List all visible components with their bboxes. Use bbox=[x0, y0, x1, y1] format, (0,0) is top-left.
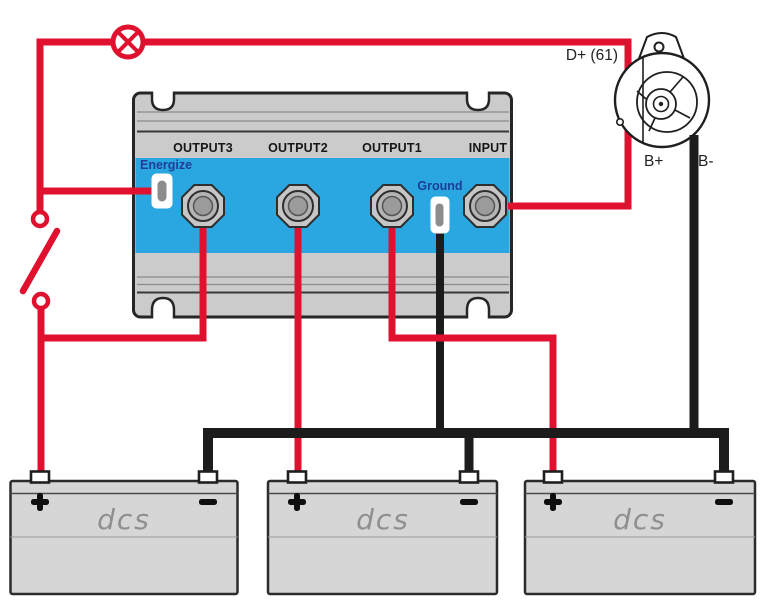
terminal-label-input: INPUT bbox=[468, 141, 508, 155]
battery3-minus-icon bbox=[715, 499, 733, 505]
red-wire-layer bbox=[19, 24, 632, 477]
alternator-bminus-label: B- bbox=[698, 153, 714, 170]
energize-terminal-slot bbox=[151, 173, 173, 209]
battery1-positive-post bbox=[29, 470, 51, 484]
ground-label: Ground bbox=[417, 179, 463, 193]
mount-notch-bottom-right bbox=[465, 296, 491, 319]
alternator-fan-ring bbox=[636, 71, 698, 133]
terminal-stud-output3 bbox=[181, 184, 225, 228]
battery2-positive-post bbox=[286, 470, 308, 484]
battery2-brand-logo: dcs bbox=[356, 503, 410, 536]
mount-notch-bottom-left bbox=[150, 296, 176, 319]
terminal-label-output1: OUTPUT1 bbox=[362, 141, 422, 155]
battery1-minus-icon bbox=[199, 499, 217, 505]
switch-terminal-bottom bbox=[31, 291, 51, 311]
battery3-brand-logo: dcs bbox=[613, 503, 667, 536]
alternator-icon bbox=[613, 32, 711, 149]
battery3-plus-icon bbox=[544, 493, 562, 511]
wire-output3-run bbox=[44, 206, 207, 342]
battery1-negative-post bbox=[197, 470, 219, 484]
battery1-brand-logo: dcs bbox=[97, 503, 151, 536]
wire-output1-to-battery3-positive bbox=[388, 206, 557, 477]
alternator-mount-hole bbox=[653, 41, 665, 53]
alternator-dplus-label: D+ (61) bbox=[565, 47, 618, 64]
alternator-bplus-label: B+ bbox=[644, 153, 664, 170]
battery2-negative-post bbox=[458, 470, 480, 484]
battery2-plus-icon bbox=[288, 493, 306, 511]
battery-2 bbox=[266, 470, 499, 596]
terminal-stud-output2 bbox=[276, 184, 320, 228]
terminal-label-output3: OUTPUT3 bbox=[173, 141, 233, 155]
black-bus-layer bbox=[203, 135, 729, 477]
ground-terminal-slot bbox=[430, 196, 450, 234]
mount-notch-top-right bbox=[465, 91, 491, 112]
mount-notch-top-left bbox=[150, 91, 176, 112]
wire-switch-lamp-alternator-input bbox=[36, 38, 632, 212]
battery2-minus-icon bbox=[460, 499, 478, 505]
energize-label: Energize bbox=[140, 158, 193, 172]
battery1-plus-icon bbox=[31, 493, 49, 511]
switch-blade bbox=[19, 227, 61, 295]
indicator-lamp-icon bbox=[110, 24, 146, 60]
heatsink-fins bbox=[137, 111, 509, 294]
isolator-terminals bbox=[151, 173, 507, 234]
battery-3 bbox=[523, 470, 757, 596]
terminal-label-output2: OUTPUT2 bbox=[268, 141, 328, 155]
switch-terminal-top bbox=[30, 209, 50, 229]
alternator-bolt-hole bbox=[615, 118, 624, 127]
batteries-group bbox=[9, 470, 757, 596]
battery-1 bbox=[9, 470, 239, 596]
terminal-stud-input bbox=[463, 184, 507, 228]
battery3-negative-post bbox=[713, 470, 735, 484]
terminal-stud-output1 bbox=[370, 184, 414, 228]
battery3-positive-post bbox=[542, 470, 564, 484]
alternator-fan-spokes bbox=[636, 76, 691, 132]
